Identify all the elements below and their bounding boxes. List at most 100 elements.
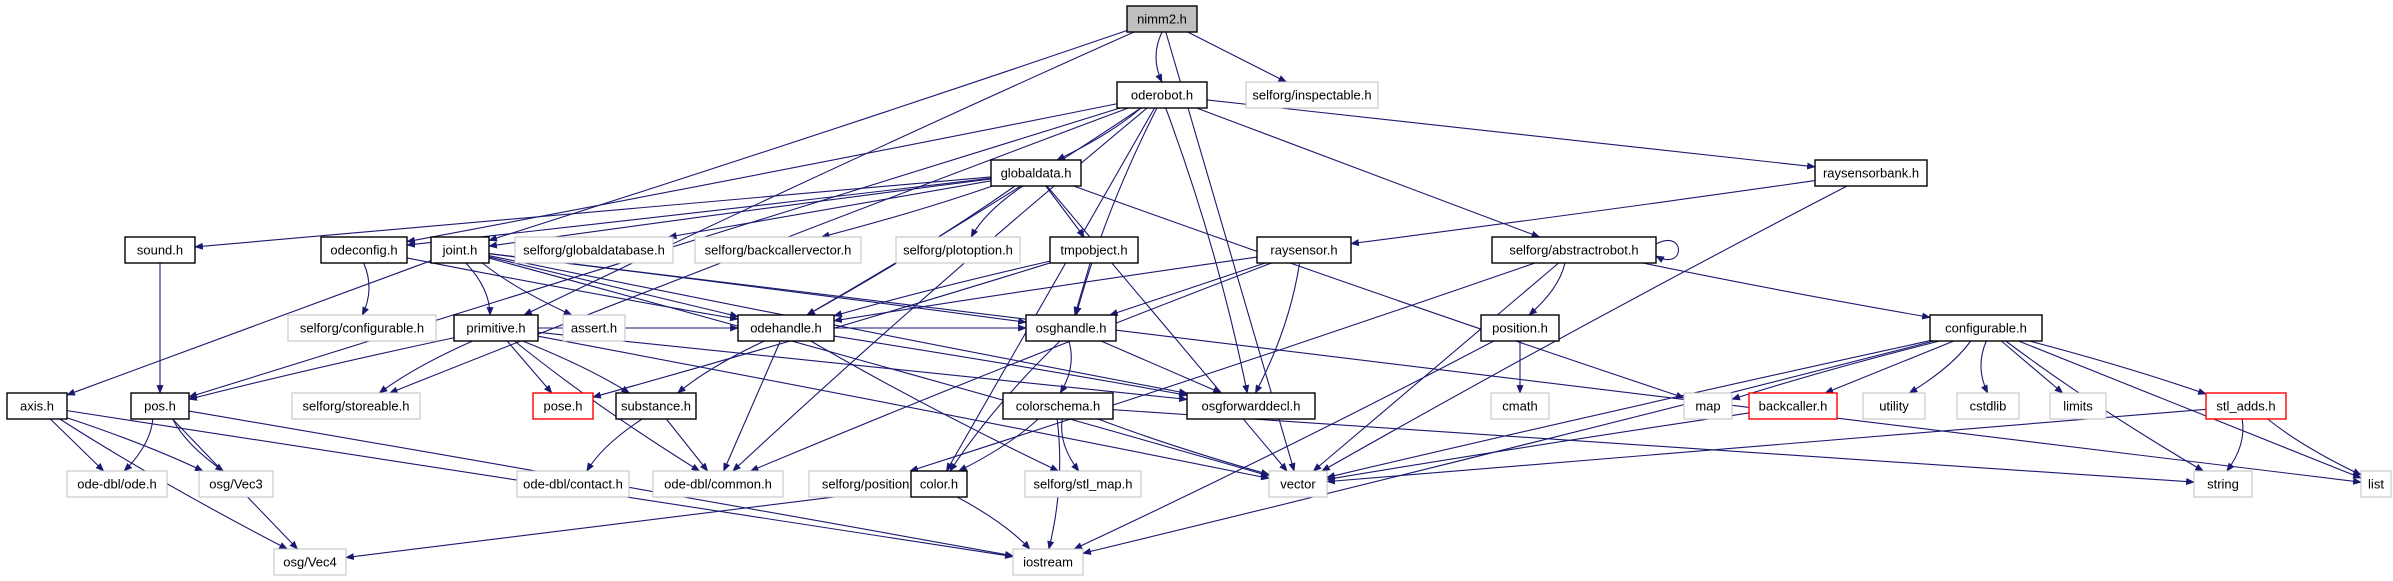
node-sound[interactable]: sound.h [124, 236, 196, 264]
node-pose[interactable]: pose.h [532, 392, 594, 420]
edge-joint-to-osghandle [488, 253, 1027, 325]
node-odedbl_contact: ode-dbl/contact.h [516, 470, 630, 498]
node-odedbl_ode-label: ode-dbl/ode.h [77, 477, 157, 492]
node-stl_map: selforg/stl_map.h [1024, 470, 1142, 498]
node-primitive-label: primitive.h [466, 321, 525, 336]
node-odedbl_contact-box [516, 470, 630, 498]
node-joint-label: joint.h [442, 243, 478, 258]
node-raysensor[interactable]: raysensor.h [1256, 236, 1352, 264]
node-configurable_sf-label: selforg/configurable.h [300, 321, 424, 336]
node-osgforwarddecl-box [1186, 392, 1316, 420]
node-list-label: list [2368, 477, 2384, 492]
edge-raysensorbank-to-vector [1321, 185, 1848, 472]
edge-stl_adds-to-string [2226, 418, 2244, 472]
node-sf_position-label: selforg/position.h [822, 477, 920, 492]
edge-odehandle-to-stl_map [810, 340, 1060, 472]
node-cmath-label: cmath [1502, 399, 1537, 414]
node-odehandle[interactable]: odehandle.h [737, 314, 835, 342]
node-globaldatabase-label: selforg/globaldatabase.h [523, 243, 665, 258]
node-backcaller[interactable]: backcaller.h [1748, 392, 1838, 420]
node-backcallervector: selforg/backcallervector.h [694, 236, 862, 264]
edge-primitive-to-storeable [378, 340, 473, 394]
node-osghandle[interactable]: osghandle.h [1025, 314, 1117, 342]
node-joint-box [430, 236, 490, 264]
node-position[interactable]: position.h [1480, 314, 1560, 342]
node-odeconfig-label: odeconfig.h [330, 243, 397, 258]
edge-raysensor-to-osgforwarddecl [1254, 262, 1301, 394]
node-axis[interactable]: axis.h [6, 392, 68, 420]
edge-colorschema-to-stl_map [1061, 418, 1080, 472]
node-colorschema[interactable]: colorschema.h [1002, 392, 1114, 420]
node-oderobot-box [1116, 81, 1208, 109]
edge-colorschema-to-color [958, 418, 1039, 472]
edge-raysensor-to-osghandle [1108, 262, 1266, 316]
node-odedbl_common: ode-dbl/common.h [652, 470, 784, 498]
node-abstractrobot-label: selforg/abstractrobot.h [1509, 243, 1638, 258]
node-globaldatabase-box [514, 236, 674, 264]
edge-layer [49, 29, 2362, 561]
edge-raysensorbank-to-raysensor [1350, 180, 1816, 247]
node-pos-box [130, 392, 190, 420]
edge-joint-to-vector [488, 257, 1270, 478]
node-raysensor-label: raysensor.h [1270, 243, 1337, 258]
node-odedbl_contact-label: ode-dbl/contact.h [523, 477, 623, 492]
node-stl_map-box [1024, 470, 1142, 498]
edge-position-to-iostream [1073, 340, 1495, 550]
edge-globaldata-to-backcallervector [820, 185, 993, 239]
node-storeable-box [291, 392, 421, 420]
edge-globaldata-to-tmpobject [1045, 185, 1085, 238]
node-pos[interactable]: pos.h [130, 392, 190, 420]
edge-odeconfig-to-odehandle [406, 257, 739, 322]
node-tmpobject[interactable]: tmpobject.h [1049, 236, 1139, 264]
node-nimm2[interactable]: nimm2.h [1126, 5, 1198, 33]
node-string-box [2193, 470, 2253, 498]
edge-configurable-to-limits [2000, 340, 2064, 394]
node-configurable[interactable]: configurable.h [1929, 314, 2043, 342]
node-tmpobject-box [1049, 236, 1139, 264]
node-color[interactable]: color.h [910, 470, 968, 498]
node-backcaller-box [1748, 392, 1838, 420]
node-list: list [2360, 470, 2392, 498]
node-globaldata[interactable]: globaldata.h [990, 159, 1082, 187]
node-string-label: string [2207, 477, 2239, 492]
edge-primitive-to-pose [506, 340, 553, 394]
node-odedbl_ode-box [66, 470, 168, 498]
edge-color-to-iostream [956, 496, 1031, 550]
node-stl_adds[interactable]: stl_adds.h [2205, 392, 2287, 420]
edge-primitive-to-substance [522, 340, 631, 394]
node-limits-box [2049, 392, 2107, 420]
node-configurable_sf-box [287, 314, 437, 342]
edge-primitive-to-osgforwarddecl [537, 331, 1188, 403]
node-odeconfig-box [320, 236, 408, 264]
edge-stl_adds-to-list [2267, 418, 2362, 476]
edge-primitive-to-vector [537, 335, 1270, 481]
edge-configurable-to-vector [1326, 340, 1931, 480]
node-tmpobject-label: tmpobject.h [1060, 243, 1127, 258]
edge-substance-to-odedbl_common [665, 418, 709, 472]
node-osgforwarddecl-label: osgforwarddecl.h [1202, 399, 1301, 414]
node-stl_adds-label: stl_adds.h [2216, 399, 2275, 414]
node-oderobot[interactable]: oderobot.h [1116, 81, 1208, 109]
edge-globaldata-to-sound [194, 176, 992, 250]
edge-joint-to-list [488, 252, 2362, 485]
node-plotoption-label: selforg/plotoption.h [903, 243, 1013, 258]
edge-raysensor-to-odehandle [833, 256, 1258, 323]
node-pose-label: pose.h [543, 399, 582, 414]
node-position-label: position.h [1492, 321, 1548, 336]
node-osg_vec3: osg/Vec3 [198, 470, 274, 498]
node-position-box [1480, 314, 1560, 342]
node-raysensorbank-label: raysensorbank.h [1823, 166, 1919, 181]
node-joint[interactable]: joint.h [430, 236, 490, 264]
edge-axis-to-odedbl_ode [49, 418, 105, 472]
node-raysensorbank[interactable]: raysensorbank.h [1814, 159, 1928, 187]
node-primitive[interactable]: primitive.h [453, 314, 539, 342]
node-map-box [1683, 392, 1733, 420]
edge-tmpobject-to-osghandle [1073, 262, 1091, 316]
edge-globaldata-to-odeconfig [406, 177, 992, 248]
node-abstractrobot[interactable]: selforg/abstractrobot.h [1491, 236, 1657, 264]
node-osgforwarddecl[interactable]: osgforwarddecl.h [1186, 392, 1316, 420]
node-substance[interactable]: substance.h [615, 392, 697, 420]
node-odeconfig[interactable]: odeconfig.h [320, 236, 408, 264]
edge-globaldata-to-plotoption [970, 185, 1024, 238]
